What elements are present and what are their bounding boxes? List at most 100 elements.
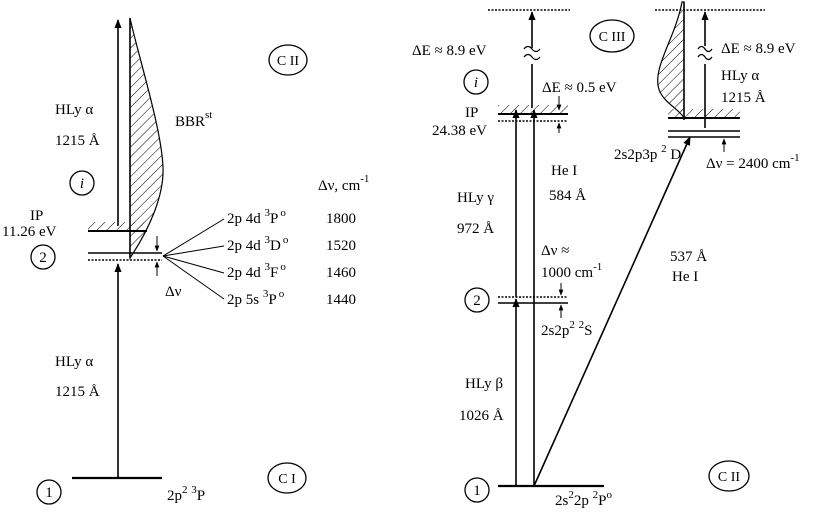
right-panel: i 2 1 C III C II ΔE ≈ 8.9 eV ΔE ≈ 0.5 eV… bbox=[412, 1, 800, 509]
delta-nu-header-sup: -1 bbox=[360, 173, 369, 185]
state-config: 2p 4d bbox=[227, 265, 265, 281]
state-multiplicity: 3 bbox=[265, 234, 271, 246]
ground-state-right-sup1: 2 bbox=[568, 489, 574, 501]
state-parity: o bbox=[279, 288, 285, 300]
hly-gamma-value: 972 bbox=[457, 221, 480, 237]
axis-break-right bbox=[697, 45, 713, 61]
delta-nu-header: Δν, cm-1 bbox=[318, 173, 369, 194]
upper-transition-name: HLy α bbox=[55, 102, 93, 118]
delta-e-small: ΔE ≈ 0.5 eV bbox=[542, 80, 617, 96]
intermediate-state-term: S bbox=[584, 323, 592, 339]
state-parity: o bbox=[280, 261, 286, 273]
lower-transition-wavelength-value: 1215 bbox=[55, 384, 85, 400]
level-2-right-circle bbox=[464, 287, 490, 313]
ground-state-right-sup2: 2 bbox=[593, 489, 599, 501]
state-link-4 bbox=[162, 255, 225, 300]
ionization-marker-circle bbox=[69, 170, 95, 196]
hly-beta-name: HLy β bbox=[465, 376, 503, 392]
state-link-3 bbox=[162, 255, 225, 274]
he-i-537-unit: Å bbox=[696, 249, 707, 265]
state-parity: o bbox=[280, 207, 286, 219]
he-i-584-unit: Å bbox=[575, 188, 586, 204]
species-right-top-badge bbox=[589, 19, 635, 53]
hly-alpha-right-unit: Å bbox=[755, 90, 766, 106]
ground-state-prefix: 2p bbox=[167, 488, 182, 504]
ground-state-right-pre: 2s bbox=[555, 493, 569, 509]
delta-nu-1000-sup: -1 bbox=[593, 261, 602, 273]
hly-alpha-right-wavelength: 1215 Å bbox=[721, 90, 766, 106]
intermediate-state-label: 2s2p2 2S bbox=[541, 319, 592, 339]
state-config: 2p 5s bbox=[227, 292, 263, 308]
state-link-1 bbox=[162, 218, 225, 257]
ip-right-value: 24.38 eV bbox=[432, 123, 487, 139]
hly-alpha-right-name: HLy α bbox=[721, 68, 759, 84]
ionization-marker-right-label: i bbox=[474, 75, 478, 91]
upper-state-sup: 2 bbox=[661, 143, 667, 155]
ground-state-sup1: 2 bbox=[182, 484, 188, 496]
level-2-right-label: 2 bbox=[473, 293, 481, 309]
state-multiplicity: 3 bbox=[263, 288, 269, 300]
level-1-marker-circle bbox=[36, 479, 62, 505]
state-term: D bbox=[270, 238, 281, 254]
ground-state-right-sup3: o bbox=[606, 489, 612, 501]
he-i-537-arrow bbox=[533, 136, 691, 487]
delta-nu-symbol: Δν bbox=[165, 284, 182, 300]
hly-gamma-unit: Å bbox=[483, 221, 494, 237]
species-neutral-badge bbox=[267, 462, 307, 494]
state-parity: o bbox=[283, 234, 289, 246]
state-term: F bbox=[270, 265, 278, 281]
delta-nu-1000-value: 1000 cm bbox=[541, 265, 593, 281]
ground-state-sup2: 3 bbox=[191, 484, 197, 496]
intermediate-state-config: 2s2p bbox=[541, 323, 569, 339]
ip-right-label: IP bbox=[465, 105, 478, 121]
species-right-top-label: C III bbox=[599, 30, 626, 45]
lower-transition-unit: Å bbox=[89, 384, 100, 400]
upper-transition-wavelength-value: 1215 bbox=[55, 133, 85, 149]
level-1-right-label: 1 bbox=[473, 483, 481, 499]
delta-nu-2400-sup: -1 bbox=[790, 152, 799, 164]
he-i-584-name: He I bbox=[551, 163, 577, 179]
level-1-right-circle bbox=[464, 477, 490, 503]
state-dnu: 1460 bbox=[326, 265, 356, 281]
state-config: 2p 4d bbox=[227, 238, 265, 254]
delta-nu-1000-line1: Δν ≈ bbox=[541, 243, 569, 259]
level-2-marker-circle bbox=[30, 244, 56, 270]
species-right-bottom-label: C II bbox=[718, 470, 741, 485]
state-dnu: 1520 bbox=[326, 238, 356, 254]
state-config: 2p 4d bbox=[227, 211, 265, 227]
hly-beta-value: 1026 bbox=[459, 408, 490, 424]
ionization-marker-right-circle bbox=[463, 69, 489, 95]
continuum-right bbox=[657, 1, 685, 119]
level-1-marker-label: 1 bbox=[45, 485, 53, 501]
species-ion-label: C II bbox=[277, 54, 300, 69]
delta-e-left: ΔE ≈ 8.9 eV bbox=[412, 43, 487, 59]
he-i-537-name: He I bbox=[672, 269, 698, 285]
level-2-marker-label: 2 bbox=[39, 250, 47, 266]
ground-state-right-mid: 2p bbox=[574, 493, 593, 509]
intermediate-state-sup2: 2 bbox=[579, 319, 585, 331]
species-right-bottom-badge bbox=[708, 460, 750, 492]
species-neutral-label: C I bbox=[278, 472, 296, 487]
upper-state-config: 2s2p3p bbox=[614, 147, 661, 163]
delta-nu-header-base: Δν, cm bbox=[318, 178, 361, 194]
ip-value: 11.26 eV bbox=[2, 224, 57, 240]
hly-gamma-wavelength: 972 Å bbox=[457, 221, 494, 237]
state-link-2 bbox=[162, 245, 225, 257]
ground-state-right-term: P bbox=[598, 493, 606, 509]
delta-nu-1000-line2: 1000 cm-1 bbox=[541, 261, 602, 281]
upper-state-term: D bbox=[667, 147, 682, 163]
state-multiplicity: 3 bbox=[265, 261, 271, 273]
upper-transition-wavelength: 1215 Å bbox=[55, 133, 100, 149]
left-panel: i 2 1 C II C I IP 11.26 eV HLy α 1215 Å … bbox=[2, 17, 369, 505]
hly-alpha-right-value: 1215 bbox=[721, 90, 751, 106]
bbr-label: BBRst bbox=[175, 109, 212, 130]
